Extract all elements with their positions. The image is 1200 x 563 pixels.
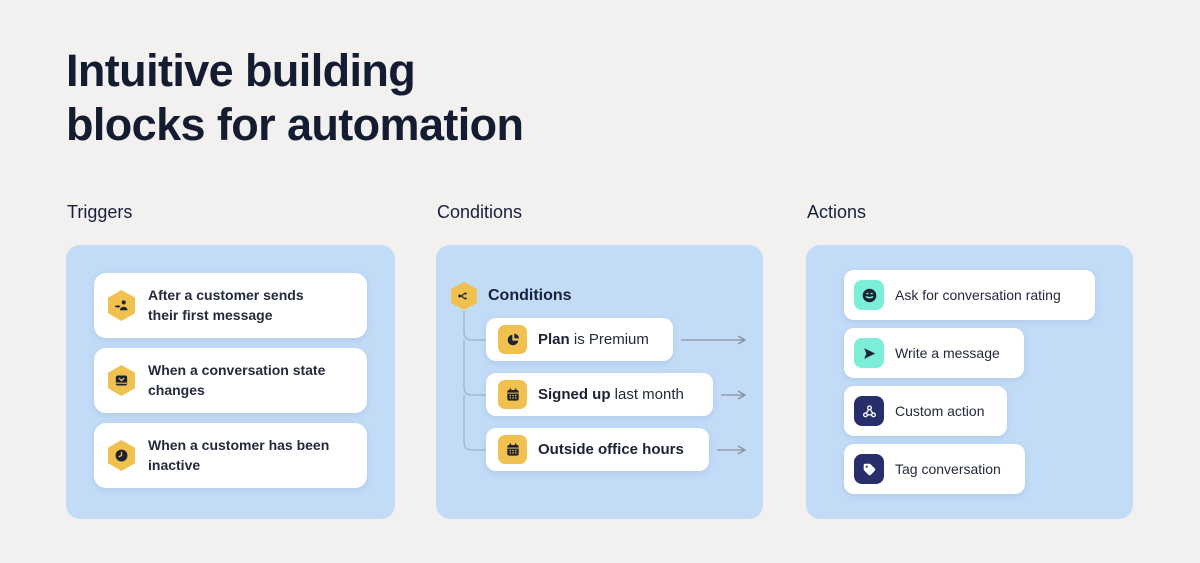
actions-panel: Ask for conversation rating Write a mess… (806, 245, 1133, 519)
action-card-custom-action[interactable]: Custom action (844, 386, 1007, 436)
branch-icon (451, 282, 477, 310)
conversation-state-icon (108, 365, 135, 396)
pie-chart-icon (498, 325, 527, 354)
action-card-label: Ask for conversation rating (895, 287, 1061, 303)
smiley-icon (854, 280, 884, 310)
page-title-line2: blocks for automation (66, 99, 524, 150)
arrow-right-icon (721, 390, 747, 400)
calendar-icon (498, 380, 527, 409)
conditions-panel: Conditions Plan is Premium Signed (436, 245, 763, 519)
section-label-actions: Actions (807, 202, 867, 222)
clock-icon (108, 440, 135, 471)
condition-card-label: Plan is Premium (538, 331, 649, 348)
send-icon (854, 338, 884, 368)
section-label-triggers: Triggers (67, 202, 133, 222)
condition-card-label: Signed up last month (538, 386, 684, 403)
conditions-group-header[interactable]: Conditions (451, 282, 572, 310)
page-title-line1: Intuitive building (66, 45, 416, 96)
trigger-card-first-message[interactable]: After a customer sends their first messa… (94, 273, 367, 338)
user-enter-icon (108, 290, 135, 321)
condition-card-label: Outside office hours (538, 441, 684, 458)
condition-card-office-hours[interactable]: Outside office hours (486, 428, 709, 471)
conditions-group-title: Conditions (488, 287, 572, 304)
condition-card-plan[interactable]: Plan is Premium (486, 318, 673, 361)
trigger-card-label: When a customer has been inactive (148, 436, 330, 473)
action-card-label: Write a message (895, 345, 1000, 361)
trigger-card-inactive[interactable]: When a customer has been inactive (94, 423, 367, 488)
action-card-label: Custom action (895, 403, 985, 419)
trigger-card-label: After a customer sends their first messa… (148, 286, 304, 323)
page-title: Intuitive building blocks for automation (66, 44, 524, 152)
action-card-label: Tag conversation (895, 461, 1001, 477)
trigger-card-label: When a conversation state changes (148, 361, 326, 398)
action-card-write-message[interactable]: Write a message (844, 328, 1024, 378)
arrow-right-icon (717, 445, 747, 455)
calendar-icon (498, 435, 527, 464)
action-card-tag-conversation[interactable]: Tag conversation (844, 444, 1025, 494)
section-label-conditions: Conditions (437, 202, 523, 222)
triggers-panel: After a customer sends their first messa… (66, 245, 395, 519)
arrow-right-icon (681, 335, 747, 345)
trigger-card-state-change[interactable]: When a conversation state changes (94, 348, 367, 413)
webhook-icon (854, 396, 884, 426)
action-card-rating[interactable]: Ask for conversation rating (844, 270, 1095, 320)
condition-card-signed-up[interactable]: Signed up last month (486, 373, 713, 416)
tag-icon (854, 454, 884, 484)
